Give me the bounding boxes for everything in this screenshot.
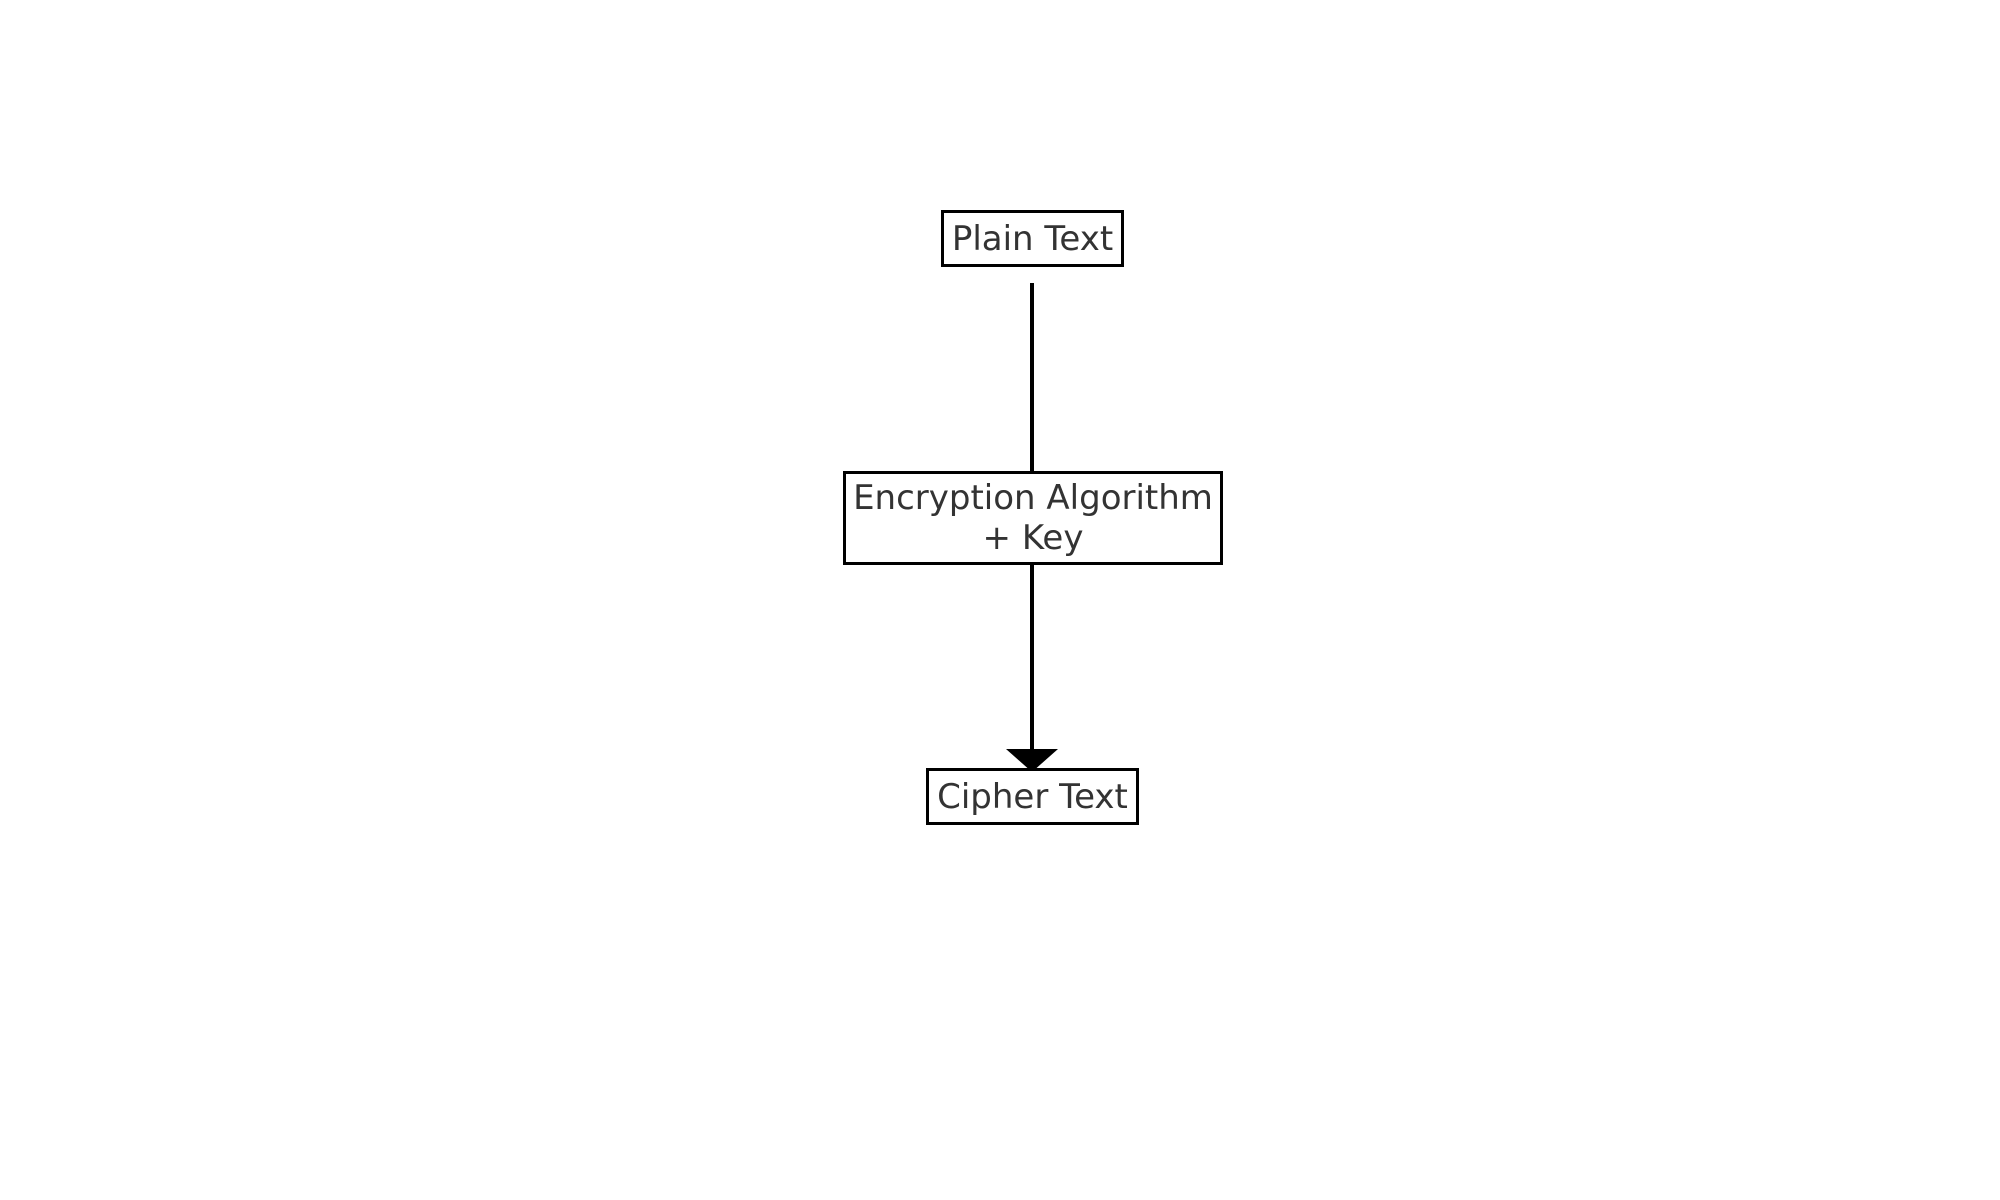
node-encryption-algorithm: Encryption Algorithm + Key (843, 471, 1223, 565)
node-cipher-text-label: Cipher Text (937, 776, 1128, 817)
node-encryption-label-line1: Encryption Algorithm (853, 478, 1213, 518)
arrowhead-to-cipher (1006, 749, 1058, 772)
node-cipher-text: Cipher Text (926, 768, 1139, 825)
node-plain-text-label: Plain Text (951, 218, 1114, 259)
node-plain-text: Plain Text (941, 210, 1124, 267)
node-encryption-label-line2: + Key (982, 518, 1084, 558)
